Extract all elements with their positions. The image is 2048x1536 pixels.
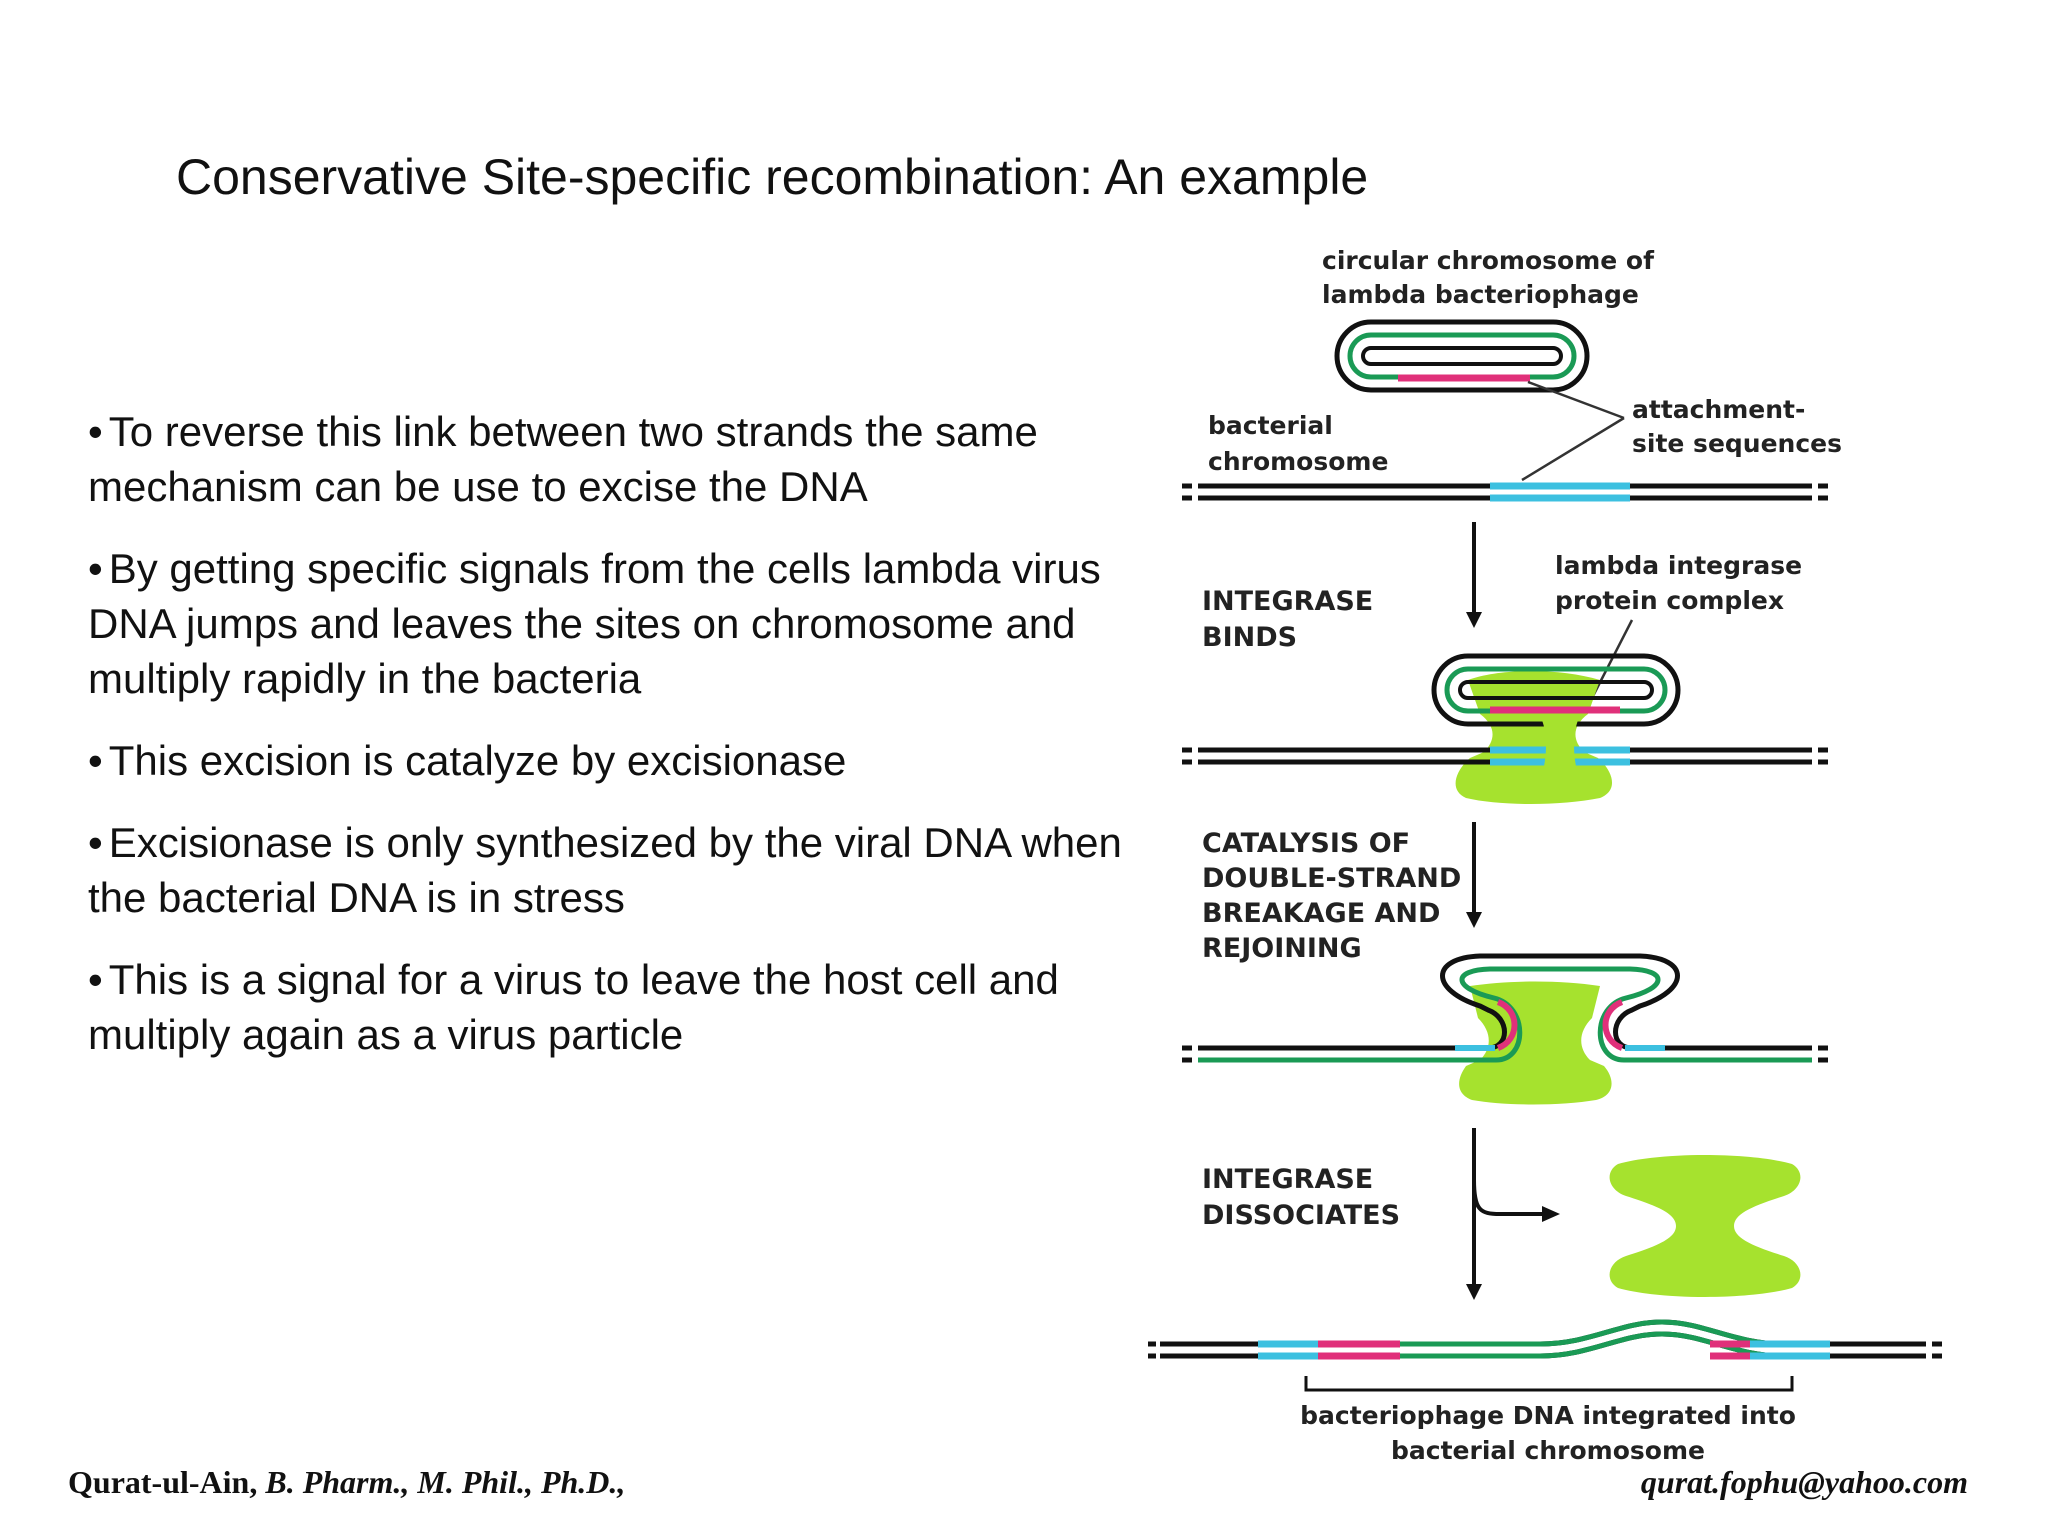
step-label-integrase-binds: BINDS bbox=[1202, 622, 1297, 653]
attachment-site-pointer bbox=[1521, 380, 1625, 482]
integrated-region-bracket bbox=[1304, 1376, 1794, 1392]
bullet-symbol: • bbox=[88, 737, 103, 784]
free-integrase bbox=[1609, 1155, 1801, 1297]
dissociation-arrow bbox=[1466, 1128, 1560, 1300]
bullet-item: •This is a signal for a virus to leave t… bbox=[88, 952, 1188, 1062]
integrase-protein-complex bbox=[1459, 981, 1612, 1105]
bullet-list: •To reverse this link between two strand… bbox=[88, 404, 1188, 1089]
integrated-chromosome bbox=[1148, 1319, 1942, 1360]
step-label-catalysis: REJOINING bbox=[1202, 933, 1362, 964]
bullet-text: Excisionase is only synthesized by the v… bbox=[88, 819, 1122, 921]
bacterial-chromosome bbox=[1182, 482, 1828, 502]
step-label-integrase-binds: INTEGRASE bbox=[1202, 586, 1373, 617]
strand-exchange-intermediate bbox=[1182, 953, 1828, 1063]
integrase-complex-label: lambda integrase bbox=[1555, 551, 1802, 580]
phage-chromosome-label: lambda bacteriophage bbox=[1322, 280, 1639, 309]
step-label-catalysis: CATALYSIS OF bbox=[1202, 828, 1410, 859]
phage-circular-chromosome bbox=[1334, 319, 1590, 393]
bullet-symbol: • bbox=[88, 956, 103, 1003]
step-label-catalysis: BREAKAGE AND bbox=[1202, 898, 1440, 929]
bullet-symbol: • bbox=[88, 408, 103, 455]
bacterial-chromosome-label: bacterial bbox=[1208, 411, 1333, 440]
step-label-integrase-dissociates: INTEGRASE bbox=[1202, 1164, 1373, 1195]
bullet-symbol: • bbox=[88, 819, 103, 866]
integrated-dna-label: bacterial chromosome bbox=[1391, 1436, 1705, 1465]
attachment-site-label: site sequences bbox=[1632, 429, 1842, 458]
integrase-core bbox=[1540, 716, 1580, 780]
bacterial-chromosome-label: chromosome bbox=[1208, 447, 1388, 476]
bullet-symbol: • bbox=[88, 545, 103, 592]
down-arrow bbox=[1466, 522, 1482, 628]
footer-email: qurat.fophu@yahoo.com bbox=[1640, 1464, 1968, 1500]
bullet-item: •This excision is catalyze by excisionas… bbox=[88, 733, 1188, 788]
author-name: Qurat-ul-Ain, bbox=[68, 1464, 258, 1500]
down-arrow bbox=[1466, 822, 1482, 928]
integrase-protein-complex bbox=[1455, 671, 1613, 804]
footer-author: Qurat-ul-Ain, B. Pharm., M. Phil., Ph.D.… bbox=[68, 1464, 625, 1501]
integrated-dna-label: bacteriophage DNA integrated into bbox=[1300, 1401, 1796, 1430]
bullet-text: By getting specific signals from the cel… bbox=[88, 545, 1101, 702]
bullet-text: This is a signal for a virus to leave th… bbox=[88, 956, 1059, 1058]
author-degrees: B. Pharm., M. Phil., Ph.D., bbox=[265, 1464, 626, 1500]
step-label-catalysis: DOUBLE-STRAND bbox=[1202, 863, 1461, 894]
bullet-item: •By getting specific signals from the ce… bbox=[88, 541, 1188, 706]
bullet-item: •Excisionase is only synthesized by the … bbox=[88, 815, 1188, 925]
bullet-item: •To reverse this link between two strand… bbox=[88, 404, 1188, 514]
bullet-text: This excision is catalyze by excisionase bbox=[108, 737, 847, 784]
step-label-integrase-dissociates: DISSOCIATES bbox=[1202, 1200, 1400, 1231]
bullet-text: To reverse this link between two strands… bbox=[88, 408, 1038, 510]
attachment-site-label: attachment- bbox=[1632, 395, 1805, 424]
integrase-pointer bbox=[1590, 619, 1634, 699]
phage-chromosome-label: circular chromosome of bbox=[1322, 246, 1655, 275]
integrase-complex-label: protein complex bbox=[1555, 586, 1784, 615]
slide-title: Conservative Site-specific recombination… bbox=[176, 149, 1369, 205]
